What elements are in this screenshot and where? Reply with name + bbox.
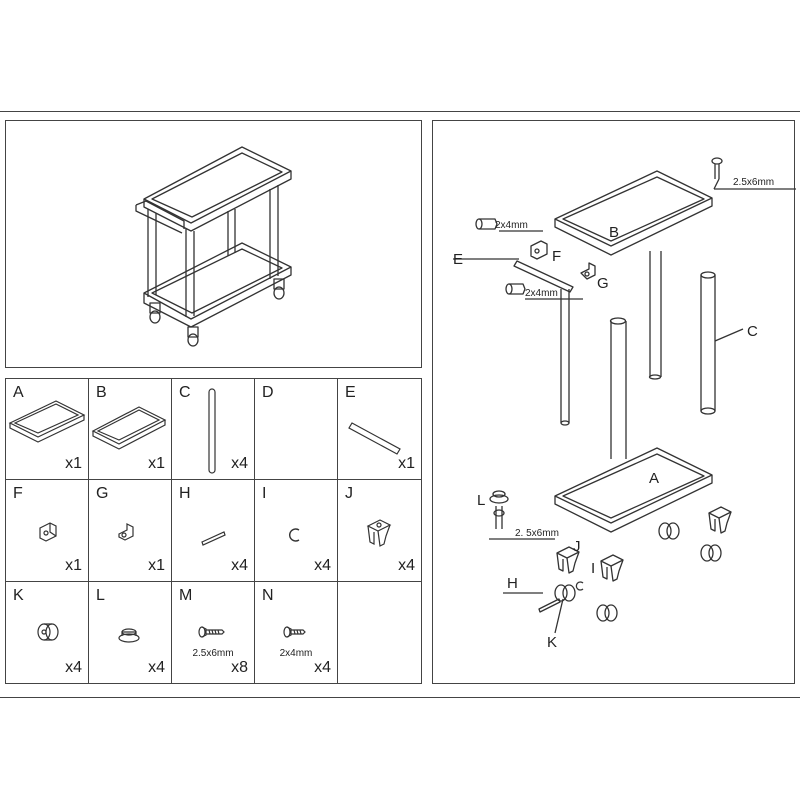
screw-icon [283,626,306,638]
part-quantity: x1 [65,455,82,473]
part-cell-k: K x4 [6,581,89,683]
part-cell-c: C x4 [172,379,255,481]
part-letter: F [13,485,23,503]
part-cell-b: B x1 [89,379,172,481]
label-f: F [552,248,561,265]
part-letter: A [13,384,24,401]
label-k: K [547,634,557,651]
part-quantity: x1 [398,455,415,473]
part-letter: H [179,485,191,503]
part-quantity: x4 [314,659,331,676]
screw-icon [198,626,225,638]
part-cell-f: F x1 [6,480,89,582]
part-quantity: x1 [148,556,165,574]
exploded-assembly-panel: B 2.5x6mm 2x4mm F E G 2x4mm C A L 2. 5x6… [432,120,796,684]
part-quantity: x4 [65,659,82,676]
part-letter: E [345,384,356,401]
bottom-rule [0,697,800,698]
label-i: I [591,560,595,577]
label-j: J [573,538,581,555]
part-cell-a: A x1 [6,379,89,481]
bracket-f-icon [39,522,57,542]
part-quantity: x4 [314,556,331,574]
label-l: L [477,492,485,509]
part-letter: K [13,586,24,604]
clip-icon [289,528,300,543]
bottom-tray-icon [8,400,86,443]
assembled-cart-illustration [135,146,292,347]
part-cell-e: E x1 [338,379,421,481]
top-rule [0,111,800,112]
part-letter: B [96,384,107,401]
leg-tube-icon [208,388,216,474]
part-quantity: x4 [231,455,248,473]
label-screw-j: 2. 5x6mm [515,528,559,539]
part-quantity: x4 [398,556,415,574]
label-e: E [453,251,463,268]
bracket-g-icon [118,523,134,541]
part-cell-d: D [255,379,338,481]
label-g: G [597,275,609,292]
wheel-icon [37,623,59,641]
washer-cap-icon [118,628,140,643]
part-letter: M [179,586,193,604]
assembled-cart-panel [5,120,422,368]
part-letter: L [96,586,105,604]
exploded-assembly-diagram: B 2.5x6mm 2x4mm F E G 2x4mm C A L 2. 5x6… [453,157,796,651]
part-quantity: x8 [231,659,248,676]
screw-size-label: 2.5x6mm [192,647,234,659]
top-tray-icon [91,406,167,450]
part-cell-i: I x4 [255,480,338,582]
handle-bar-icon [348,422,401,455]
part-cell-n: N 2x4mm x4 [255,581,338,683]
part-letter: G [96,485,109,503]
part-cell-g: G x1 [89,480,172,582]
axle-pin-icon [201,531,226,547]
label-screw-g: 2x4mm [525,288,558,299]
part-cell-m: M 2.5x6mm x8 [172,581,255,683]
label-b: B [609,224,619,241]
part-quantity: x4 [148,659,165,676]
label-c: C [747,323,758,340]
part-cell-empty [338,582,421,683]
parts-list-grid: A x1 B x1 C x4 [5,378,422,684]
part-quantity: x4 [231,556,248,574]
part-letter: D [262,384,274,401]
part-cell-h: H x4 [172,480,255,582]
screw-size-label: 2x4mm [279,647,313,659]
part-quantity: x1 [65,556,82,574]
part-quantity: x1 [148,455,165,473]
label-screw-f: 2x4mm [495,220,528,231]
label-h: H [507,575,518,592]
part-cell-l: L x4 [89,581,172,683]
caster-bracket-icon [366,519,392,548]
part-letter: J [345,485,353,503]
part-letter: C [179,384,191,401]
part-letter: I [262,485,267,503]
label-screw-b: 2.5x6mm [733,177,774,188]
part-letter: N [262,586,274,604]
part-cell-j: J x4 [338,480,421,582]
label-a: A [649,470,659,487]
